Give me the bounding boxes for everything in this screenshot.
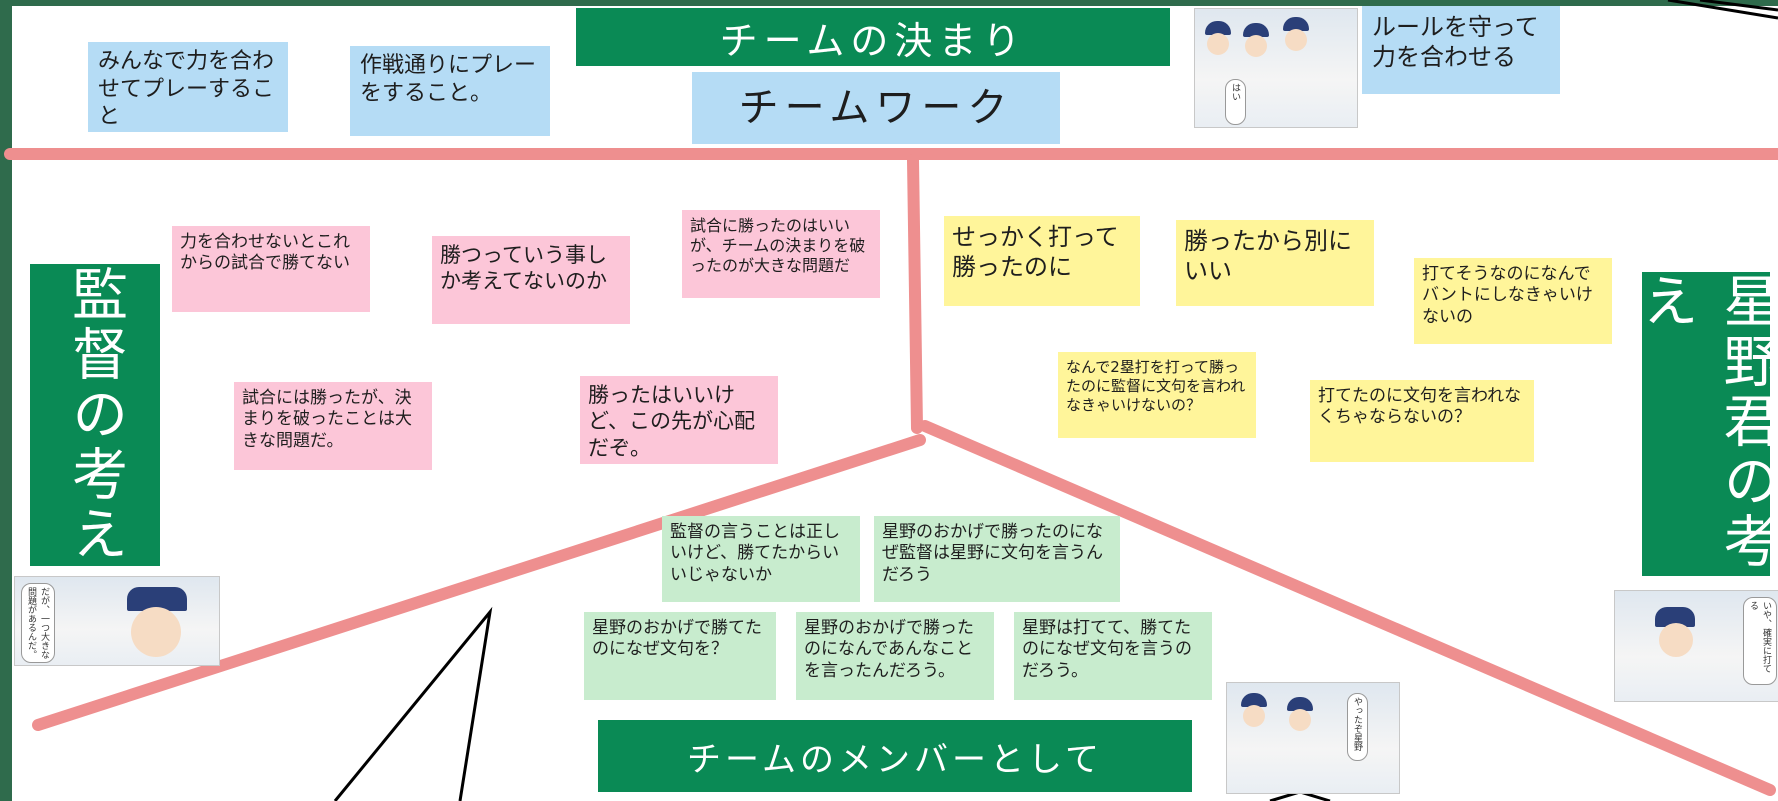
coach-thoughts-label: 監督の考え bbox=[30, 264, 160, 566]
face-icon bbox=[1207, 33, 1229, 55]
coach-note-4: 試合には勝ったが、決まりを破ったことは大きな問題だ。 bbox=[234, 382, 432, 470]
comic-panel-team: はい bbox=[1194, 8, 1358, 128]
face-icon bbox=[1245, 35, 1267, 57]
coach-note-3: 試合に勝ったのはいいが、チームの決まりを破ったのが大きな問題だ bbox=[682, 210, 880, 298]
team-rules-band: チームの決まり bbox=[576, 8, 1170, 66]
speech-bubble: いや、確実に打てる bbox=[1743, 597, 1777, 685]
coach-thoughts-text: 監督の考え bbox=[62, 265, 128, 565]
cap-icon bbox=[1241, 693, 1267, 707]
comic-panel-coach: だが、一つ大きな問題があるんだ。 bbox=[14, 576, 220, 666]
hoshino-note-1: せっかく打って勝ったのに bbox=[944, 216, 1140, 306]
team-member-band: チームのメンバーとして bbox=[598, 720, 1192, 792]
top-note-1: みんなで力を合わせてプレーすること bbox=[88, 42, 288, 132]
hoshino-thoughts-label: 星野君の考え bbox=[1633, 272, 1778, 576]
hoshino-note-5: 打てたのに文句を言われなくちゃならないの？ bbox=[1310, 380, 1534, 462]
hoshino-note-2: 勝ったから別にいい bbox=[1176, 220, 1374, 306]
speech-bubble: だが、一つ大きな問題があるんだ。 bbox=[21, 583, 55, 663]
coach-note-2: 勝つっていう事しか考えてないのか bbox=[432, 236, 630, 324]
hoshino-note-3: 打てそうなのになんでバントにしなきゃいけないの bbox=[1414, 258, 1612, 344]
speech-bubble: やったぞ星野 bbox=[1347, 693, 1368, 761]
member-note-2: 星野のおかげで勝ったのになぜ監督は星野に文句を言うんだろう bbox=[874, 516, 1120, 602]
hoshino-thoughts-text: 星野君の考え bbox=[1633, 272, 1778, 572]
face-icon bbox=[1285, 29, 1307, 51]
teamwork-text: チームワーク bbox=[738, 85, 1014, 131]
cap-icon bbox=[1287, 697, 1313, 711]
cap-icon bbox=[1205, 21, 1231, 35]
member-note-4: 星野のおかげで勝ったのになんであんなことを言ったんだろう。 bbox=[796, 612, 994, 700]
hoshino-note-4: なんで2塁打を打って勝ったのに監督に文句を言われなきゃいけないの？ bbox=[1058, 352, 1256, 438]
cap-icon bbox=[1655, 607, 1695, 627]
coach-note-5: 勝ったはいいけど、この先が心配だぞ。 bbox=[580, 376, 778, 464]
teamwork-label: チームワーク bbox=[692, 72, 1060, 144]
face-icon bbox=[131, 607, 181, 657]
speech-bubble: はい bbox=[1225, 79, 1246, 125]
coach-note-1: 力を合わせないとこれからの試合で勝てない bbox=[172, 226, 370, 312]
top-note-2: 作戦通りにプレーをすること。 bbox=[350, 46, 550, 136]
face-icon bbox=[1289, 709, 1311, 731]
face-icon bbox=[1659, 623, 1693, 657]
member-note-5: 星野は打てて、勝てたのになぜ文句を言うのだろう。 bbox=[1014, 612, 1212, 700]
comic-panel-hoshino: いや、確実に打てる bbox=[1614, 590, 1778, 702]
cap-icon bbox=[1243, 23, 1269, 37]
top-note-3: ルールを守って力を合わせる bbox=[1362, 6, 1560, 94]
cap-icon bbox=[1283, 17, 1309, 31]
comic-panel-celebrate: やったぞ星野 bbox=[1226, 682, 1400, 794]
team-rules-title: チームの決まり bbox=[719, 18, 1027, 63]
face-icon bbox=[1243, 705, 1265, 727]
member-note-1: 監督の言うことは正しいけど、勝てたからいいじゃないか bbox=[662, 516, 860, 602]
team-member-title: チームのメンバーとして bbox=[687, 739, 1103, 780]
member-note-3: 星野のおかげで勝てたのになぜ文句を？ bbox=[584, 612, 776, 700]
